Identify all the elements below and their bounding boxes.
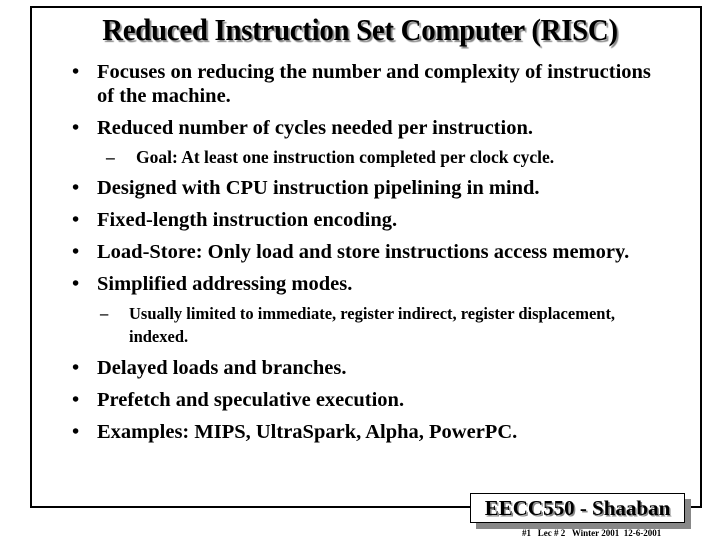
bullet-icon: • [72,273,80,295]
bullet-item: •Focuses on reducing the number and comp… [72,61,651,107]
slide-frame [30,6,702,508]
bullet-item: •Reduced number of cycles needed per ins… [72,117,533,139]
bullet-icon: • [72,421,80,443]
bullet-item: •Designed with CPU instruction pipelinin… [72,177,540,199]
sub-bullet-item: –Usually limited to immediate, register … [100,304,616,346]
bullet-icon: • [72,357,80,379]
badge-label: EECC550 - Shaaban [470,493,685,523]
bullet-icon: • [72,177,80,199]
bullet-item: •Fixed-length instruction encoding. [72,209,398,231]
slide-title: Reduced Instruction Set Computer (RISC) [102,12,618,47]
bullet-list: •Focuses on reducing the number and comp… [70,60,670,452]
dash-icon: – [100,304,109,323]
dash-icon: – [106,147,115,167]
bullet-icon: • [72,117,80,139]
bullet-icon: • [72,241,80,263]
bullet-icon: • [72,389,80,411]
slide-footer: #1 Lec # 2 Winter 2001 12-6-2001 [522,528,662,538]
bullet-item: •Delayed loads and branches. [72,357,347,379]
bullet-item: •Prefetch and speculative execution. [72,389,405,411]
bullet-item: •Load-Store: Only load and store instruc… [72,241,630,263]
bullet-icon: • [72,209,80,231]
bullet-item: •Examples: MIPS, UltraSpark, Alpha, Powe… [72,421,518,443]
course-badge: EECC550 - Shaaban [470,493,691,529]
bullet-icon: • [72,61,80,83]
sub-bullet-item: –Goal: At least one instruction complete… [106,147,555,167]
bullet-item: •Simplified addressing modes. [72,273,353,295]
